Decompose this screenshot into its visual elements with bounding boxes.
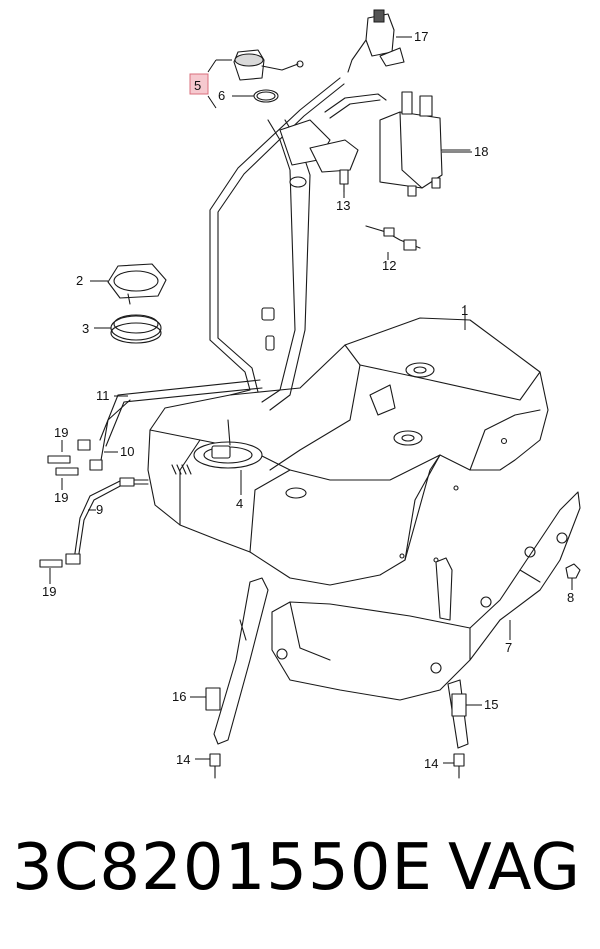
tank-cap	[233, 49, 304, 81]
o-ring	[253, 89, 279, 103]
callout-7: 7	[505, 640, 512, 655]
callout-19-c: 19	[42, 584, 56, 599]
callout-12: 12	[382, 258, 396, 273]
heat-shield	[271, 491, 581, 701]
fuel-sender-unit	[171, 419, 263, 475]
brand-label: VAG	[448, 831, 580, 905]
bolt-14-right	[453, 753, 465, 779]
lock-ring	[107, 263, 167, 305]
callout-11: 11	[96, 388, 110, 403]
part-number: 3C8201550E	[12, 831, 433, 905]
leader-lines	[49, 36, 573, 764]
callout-9: 9	[96, 502, 103, 517]
callout-15: 15	[484, 697, 498, 712]
bracket-16	[205, 687, 221, 711]
fuel-tank-exploded-diagram: 5 6 17 18 13 12 1 2 3 11 19 10 19 9 4 19…	[39, 9, 581, 779]
callout-6: 6	[218, 88, 225, 103]
fuel-tank	[147, 317, 549, 586]
callout-8: 8	[567, 590, 574, 605]
tank-strap-left	[213, 577, 269, 745]
callout-1: 1	[461, 303, 468, 318]
callout-16: 16	[172, 689, 186, 704]
bracket-15	[451, 693, 467, 717]
filler-neck-pipes	[99, 77, 387, 467]
sensor-wire	[365, 225, 421, 251]
callout-17: 17	[414, 29, 428, 44]
callout-2: 2	[76, 273, 83, 288]
callout-4: 4	[236, 496, 243, 511]
clips-19	[39, 455, 79, 568]
callout-19-a: 19	[54, 425, 68, 440]
seal-ring	[110, 314, 162, 344]
fuel-lines	[65, 439, 149, 565]
callout-13: 13	[336, 198, 350, 213]
callout-18: 18	[474, 144, 488, 159]
nut-8	[565, 563, 581, 579]
callout-3: 3	[82, 321, 89, 336]
callout-labels: 5 6 17 18 13 12 1 2 3 11 19 10 19 9 4 19…	[42, 29, 574, 771]
callout-14-right: 14	[424, 756, 438, 771]
bolt-13	[339, 169, 349, 193]
valve-assembly	[347, 9, 405, 73]
carbon-canister	[379, 91, 471, 197]
callout-5: 5	[194, 78, 201, 93]
highlighted-callout-box	[189, 73, 209, 95]
callout-14-left: 14	[176, 752, 190, 767]
callout-10: 10	[120, 444, 134, 459]
bolt-14-left	[209, 753, 221, 779]
callout-19-b: 19	[54, 490, 68, 505]
